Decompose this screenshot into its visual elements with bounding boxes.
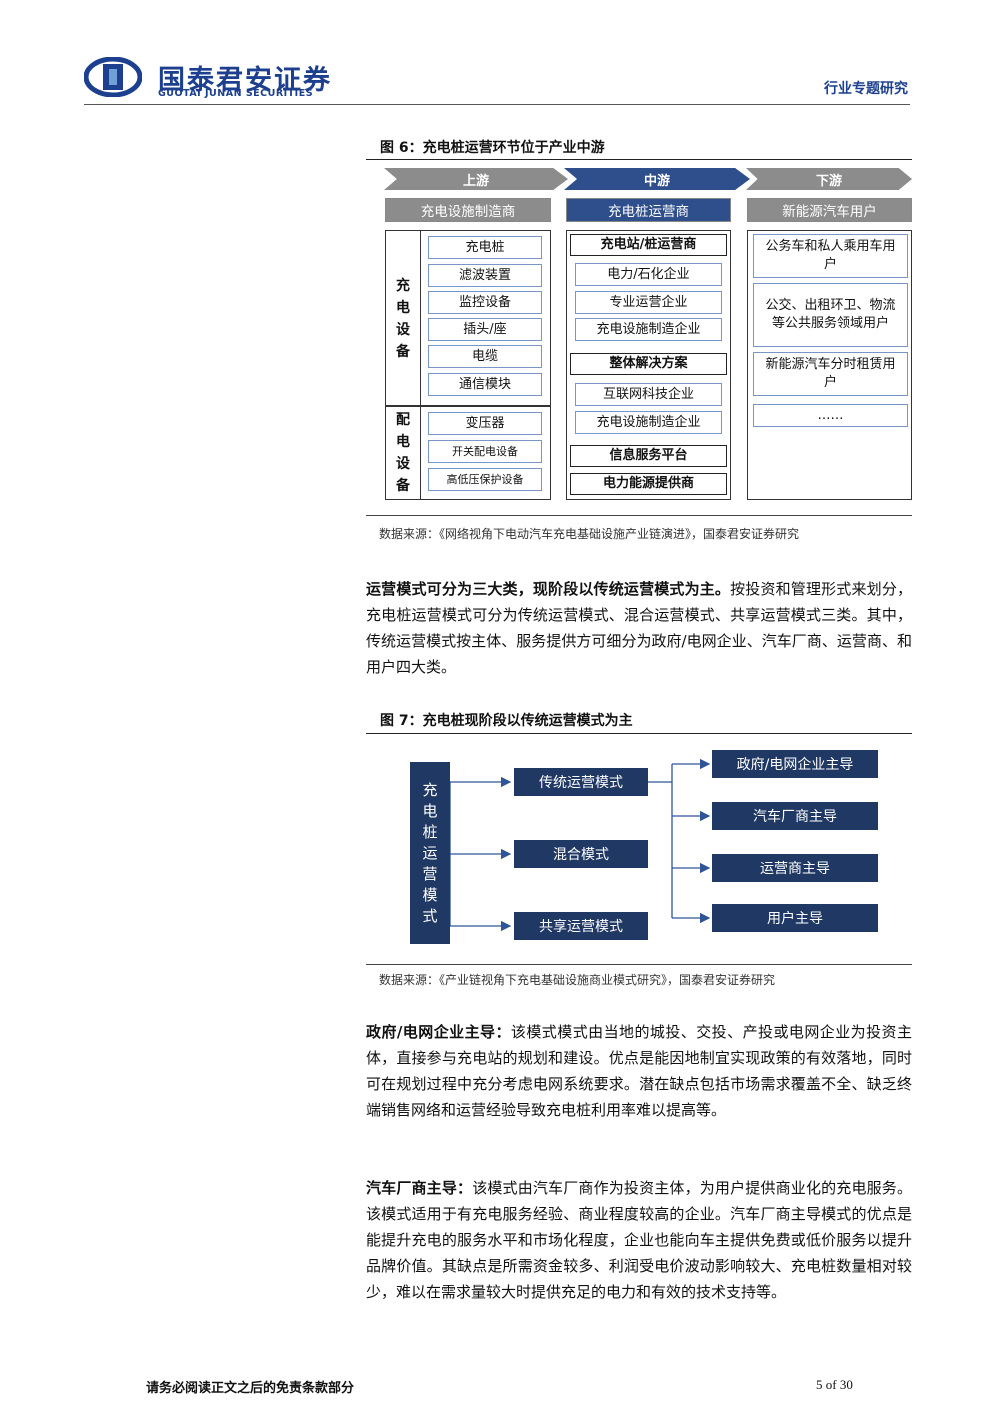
figure6-title: 图 6：充电桩运营环节位于产业中游: [380, 140, 605, 156]
column-header-manufacturer: 充电设施制造商: [385, 198, 551, 222]
paragraph-lead: 汽车厂商主导：: [366, 1179, 473, 1197]
mode-shared: 共享运营模式: [514, 912, 648, 940]
stage-upstream-label: 上游: [462, 173, 489, 189]
upstream-group-charging-label: 充 电 设 备: [388, 236, 418, 402]
paragraph-body: 该模式模式由当地的城投、交投、产投或电网企业为投资主体，直接参与充电站的规划和建…: [366, 1023, 912, 1119]
label-char: 电: [396, 300, 410, 316]
figure6-top-rule: [366, 159, 912, 160]
stage-downstream: 下游: [746, 168, 912, 190]
upstream-group-divider: [420, 230, 421, 406]
midstream-head: 整体解决方案: [570, 353, 727, 375]
figure7-root-node: 充 电 桩 运 营 模 式: [410, 762, 450, 944]
mode-traditional: 传统运营模式: [514, 768, 648, 796]
company-logo-icon: [84, 57, 142, 97]
upstream-item: 电缆: [428, 345, 542, 368]
label-char: 设: [396, 456, 410, 472]
figure7-title: 图 7：充电桩现阶段以传统运营模式为主: [380, 713, 633, 729]
paragraph-lead: 运营模式可分为三大类，现阶段以传统运营模式为主。: [366, 580, 731, 598]
upstream-item: 通信模块: [428, 373, 542, 396]
upstream-group-divider: [420, 406, 421, 500]
figure6-bottom-rule: [366, 515, 912, 516]
upstream-item: 充电桩: [428, 236, 542, 259]
downstream-item: 公务车和私人乘用车用户: [753, 234, 908, 278]
upstream-item: 滤波装置: [428, 264, 542, 287]
midstream-head: 充电站/桩运营商: [570, 234, 727, 256]
figure6-source: 数据来源：《网络视角下电动汽车充电基础设施产业链演进》，国泰君安证券研究: [379, 527, 800, 541]
root-char: 模: [422, 885, 438, 904]
footer-disclaimer: 请务必阅读正文之后的免责条款部分: [146, 1381, 355, 1396]
root-char: 电: [422, 801, 438, 820]
column-header-user: 新能源汽车用户: [747, 198, 912, 222]
upstream-group-charging: [385, 230, 551, 406]
label-char: 备: [396, 344, 410, 360]
upstream-item: 插头/座: [428, 318, 542, 341]
sub-government-grid: 政府/电网企业主导: [712, 750, 878, 778]
root-char: 式: [422, 906, 438, 925]
paragraph-body: 该模式由汽车厂商作为投资主体，为用户提供商业化的充电服务。该模式适用于有充电服务…: [366, 1179, 912, 1301]
midstream-column: [566, 230, 731, 500]
column-header-operator: 充电桩运营商: [566, 198, 731, 222]
figure7-connectors: [449, 758, 711, 932]
label-char: 备: [396, 478, 410, 494]
header-divider: [84, 104, 910, 105]
sub-user: 用户主导: [712, 904, 878, 932]
midstream-item: 互联网科技企业: [575, 383, 722, 406]
figure7-bottom-rule: [366, 964, 912, 965]
root-char: 营: [422, 864, 438, 883]
page-number: 5 of 30: [816, 1377, 853, 1392]
label-char: 设: [396, 322, 410, 338]
stage-midstream-label: 中游: [643, 173, 670, 189]
paragraph-government-led: 政府/电网企业主导：该模式模式由当地的城投、交投、产投或电网企业为投资主体，直接…: [366, 1019, 912, 1123]
midstream-head: 信息服务平台: [570, 445, 727, 467]
figure7-source: 数据来源：《产业链视角下充电基础设施商业模式研究》，国泰君安证券研究: [379, 973, 776, 987]
downstream-item: 新能源汽车分时租赁用户: [753, 352, 908, 396]
upstream-item: 开关配电设备: [428, 440, 542, 463]
downstream-column: [747, 230, 912, 500]
root-char: 运: [422, 843, 438, 862]
sub-operator: 运营商主导: [712, 854, 878, 882]
midstream-item: 充电设施制造企业: [575, 318, 722, 341]
label-char: 配: [396, 412, 410, 428]
upstream-item: 变压器: [428, 412, 542, 435]
midstream-item: 专业运营企业: [575, 291, 722, 314]
stage-midstream: 中游: [564, 168, 750, 190]
label-char: 电: [396, 434, 410, 450]
midstream-item: 充电设施制造企业: [575, 411, 722, 434]
downstream-item: 公交、出租环卫、物流等公共服务领域用户: [753, 283, 908, 347]
mode-hybrid: 混合模式: [514, 840, 648, 868]
downstream-item: ……: [753, 404, 908, 427]
logo-english: GUOTAI JUNAN SECURITIES: [158, 88, 314, 99]
stage-upstream: 上游: [384, 168, 568, 190]
stage-downstream-label: 下游: [815, 173, 842, 189]
paragraph-body: 按投资和管理形式来划分，充电桩运营模式可分为传统运营模式、混合运营模式、共享运营…: [366, 580, 912, 676]
midstream-head: 电力能源提供商: [570, 473, 727, 495]
root-char: 桩: [422, 822, 438, 841]
logo-chinese: 国泰君安证券: [158, 65, 332, 96]
paragraph-lead: 政府/电网企业主导：: [366, 1023, 511, 1041]
upstream-item: 监控设备: [428, 291, 542, 314]
figure7-top-rule: [366, 733, 912, 734]
document-type: 行业专题研究: [824, 81, 908, 97]
paragraph-automaker-led: 汽车厂商主导：该模式由汽车厂商作为投资主体，为用户提供商业化的充电服务。该模式适…: [366, 1175, 912, 1305]
upstream-item: 高低压保护设备: [428, 468, 542, 491]
paragraph-operating-modes: 运营模式可分为三大类，现阶段以传统运营模式为主。按投资和管理形式来划分，充电桩运…: [366, 576, 912, 680]
upstream-group-distribution: [385, 406, 551, 500]
root-char: 充: [422, 780, 438, 799]
sub-automaker: 汽车厂商主导: [712, 802, 878, 830]
midstream-item: 电力/石化企业: [575, 263, 722, 286]
label-char: 充: [396, 278, 410, 294]
upstream-group-distribution-label: 配 电 设 备: [388, 410, 418, 496]
